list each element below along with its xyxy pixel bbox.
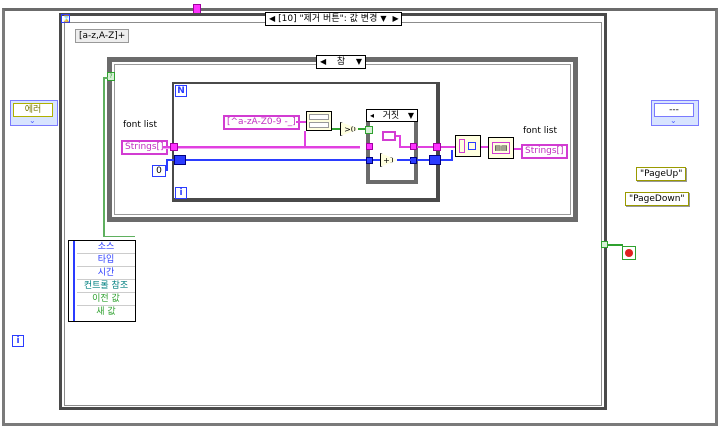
- numeric-out-wire: [417, 159, 437, 161]
- stop-condition-icon[interactable]: [622, 246, 636, 260]
- case-dropdown-arrow[interactable]: ▼: [407, 110, 414, 120]
- event-case-label: [10] "제거 버튼": 값 변경: [278, 14, 378, 24]
- false-case-string-tunnel[interactable]: [366, 143, 373, 150]
- next-case-arrow[interactable]: ▶: [392, 14, 399, 23]
- case-dropdown-arrow[interactable]: ▼: [355, 57, 362, 66]
- event-item-new-value[interactable]: 새 값: [96, 307, 116, 317]
- while-loop-frame[interactable]: [2, 8, 718, 426]
- sort-out-wire: [514, 148, 522, 150]
- loop-iteration-terminal[interactable]: i: [12, 335, 24, 347]
- numeric-wire: [166, 159, 366, 161]
- stop-wire: [601, 244, 623, 246]
- match-offset-wire: [332, 128, 342, 130]
- event-newval-wire: [103, 236, 135, 237]
- event-data-rows: 소스 타입 시간 컨트롤 참조 이전 값 새 값: [77, 241, 135, 318]
- event-structure-icon: ⌛: [61, 14, 71, 23]
- event-newval-wire: [103, 77, 105, 237]
- string-array-wire: [163, 148, 360, 149]
- false-case-selector[interactable]: ◂ 거짓 ▼: [366, 109, 418, 122]
- event-item-type[interactable]: 타입: [77, 254, 135, 267]
- for-loop-output-tunnel[interactable]: [433, 143, 441, 151]
- font-list-out-label: font list: [523, 126, 557, 136]
- error-tunnel-label: 에러: [13, 103, 53, 117]
- case-dropdown-arrow[interactable]: ▼: [380, 14, 387, 23]
- event-case-selector[interactable]: ◀ [10] "제거 버튼": 값 변경 ▼ ▶: [265, 12, 402, 26]
- event-item-ctrl-ref[interactable]: 컨트롤 참조: [77, 280, 135, 293]
- event-newval-wire: [103, 77, 108, 79]
- for-loop-shift-register[interactable]: [174, 155, 186, 165]
- pageup-constant[interactable]: "PageUp": [636, 167, 687, 181]
- chevron-down-icon: ⌄: [29, 116, 36, 125]
- error-tunnel-right[interactable]: --- ⌄: [651, 100, 699, 126]
- sort-array-icon[interactable]: ▤▤: [488, 137, 514, 159]
- prev-case-arrow[interactable]: ◀: [320, 57, 327, 66]
- numeric-out-wire: [451, 150, 453, 161]
- regex-note-label: [a-z,A-Z]+: [75, 29, 130, 43]
- for-loop-string-tunnel[interactable]: [170, 143, 178, 151]
- subset-out-wire: [481, 146, 489, 148]
- false-case-numeric-out-tunnel[interactable]: [410, 157, 417, 164]
- numeric-wire: [166, 161, 168, 171]
- string-array-wire: [163, 146, 360, 148]
- left-triangle-icon: ◂: [370, 110, 375, 120]
- true-case-selector[interactable]: ◀ 참 ▼: [316, 55, 366, 69]
- for-loop-count-terminal[interactable]: N: [175, 85, 187, 97]
- pagedown-constant[interactable]: "PageDown": [625, 192, 689, 206]
- for-loop-iteration-terminal[interactable]: i: [175, 187, 187, 199]
- event-item-old-value[interactable]: 이전 값: [77, 293, 135, 306]
- match-regex-icon[interactable]: [306, 111, 332, 131]
- chevron-down-icon: ⌄: [670, 116, 677, 125]
- array-subset-icon[interactable]: [455, 135, 481, 157]
- regex-pattern-constant[interactable]: [^a-zA-Z0-9 -_]: [223, 115, 300, 130]
- false-case-numeric-tunnel[interactable]: [366, 157, 373, 164]
- empty-string-constant[interactable]: [382, 131, 396, 141]
- prev-case-arrow[interactable]: ◀: [269, 14, 276, 23]
- error-tunnel-right-label: ---: [654, 103, 694, 117]
- match-string-wire: [304, 131, 306, 148]
- font-list-in-terminal[interactable]: Strings[]: [121, 140, 168, 155]
- numeric-wire: [397, 159, 411, 161]
- event-data-node[interactable]: 소스 타입 시간 컨트롤 참조 이전 값 새 값: [68, 240, 136, 322]
- numeric-wire: [373, 159, 381, 161]
- regex-wire: [296, 121, 306, 123]
- boolean-wire: [358, 128, 368, 130]
- numeric-out-wire: [441, 159, 453, 161]
- error-tunnel-left[interactable]: 에러 ⌄: [10, 100, 58, 126]
- false-case-string-out-tunnel[interactable]: [410, 143, 417, 150]
- font-list-out-terminal[interactable]: Strings[]: [521, 144, 568, 159]
- true-case-label: 참: [336, 57, 346, 67]
- stop-tunnel[interactable]: [601, 241, 608, 248]
- inner-string-wire: [396, 135, 400, 137]
- inner-string-wire: [399, 146, 413, 148]
- event-item-source[interactable]: 소스: [77, 241, 135, 254]
- inner-string-wire: [399, 135, 401, 147]
- zero-constant[interactable]: 0: [152, 165, 166, 177]
- false-case-selector-terminal[interactable]: [365, 126, 373, 134]
- font-list-in-label: font list: [123, 120, 157, 130]
- case-selector-terminal[interactable]: ?: [107, 72, 115, 81]
- false-case-label: 거짓: [382, 110, 400, 121]
- for-loop-numeric-out[interactable]: [429, 155, 441, 165]
- event-item-time[interactable]: 시간: [77, 267, 135, 280]
